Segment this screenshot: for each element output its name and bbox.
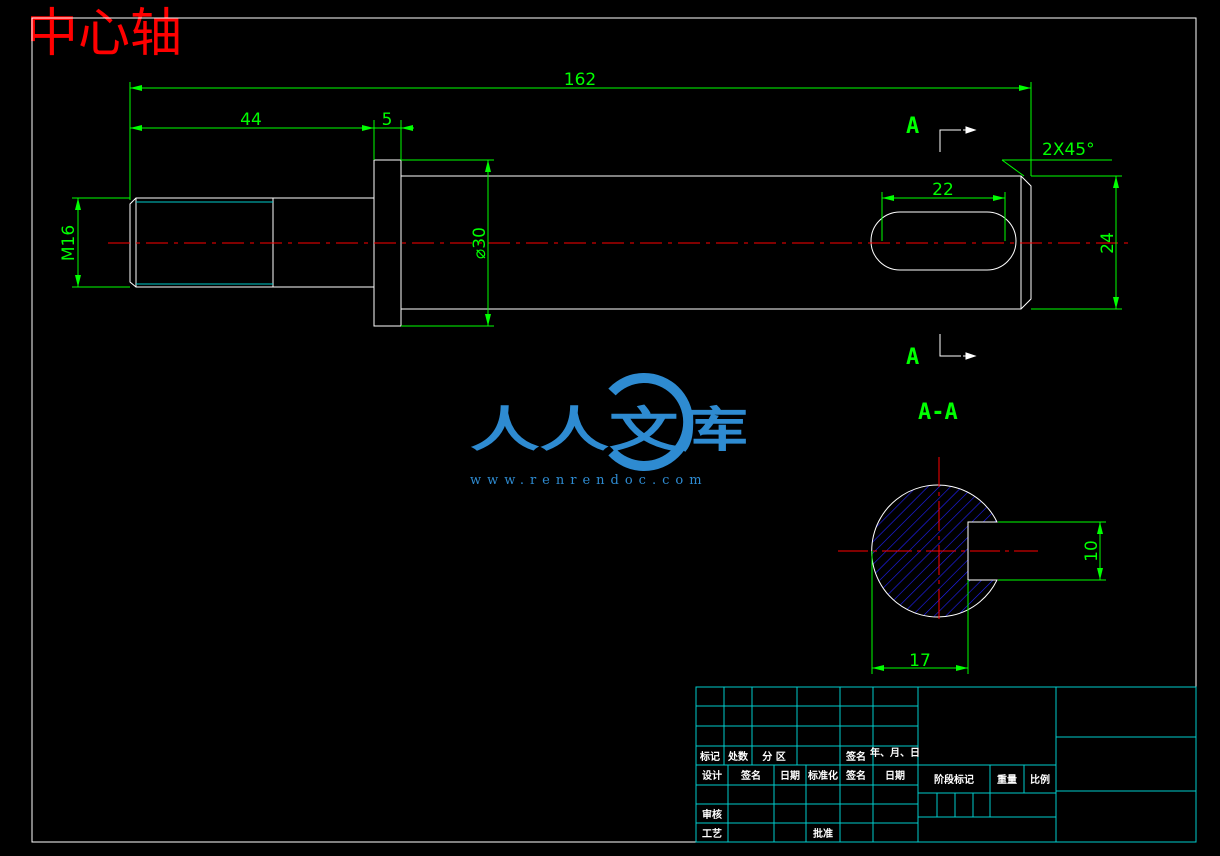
tb-date2: 日期 (885, 769, 905, 782)
dim-thread-spec: M16 (59, 225, 79, 261)
section-view (871, 484, 998, 618)
dimension-arrows (75, 85, 1119, 326)
title-block-grid (695, 686, 1197, 843)
tb-scale: 比例 (1030, 773, 1050, 786)
section-centerlines (838, 457, 1038, 620)
tb-stage-mark: 阶段标记 (934, 773, 974, 786)
section-view-title: A-A (918, 400, 958, 425)
section-mark-top: A (906, 114, 919, 139)
tb-weight: 重量 (997, 773, 1017, 786)
watermark-url: www.renrendoc.com (470, 473, 708, 488)
tb-review: 审核 (702, 808, 722, 821)
section-dimension-arrows (872, 522, 1103, 671)
dim-keyway-length: 22 (932, 180, 954, 200)
tb-date: 日期 (780, 769, 800, 782)
tb-design: 设计 (702, 769, 722, 782)
tb-approve: 批准 (813, 827, 833, 840)
dim-collar-diameter: ⌀30 (470, 227, 490, 259)
dim-shaft-diameter: 24 (1098, 232, 1118, 254)
dim-overall-length: 162 (564, 70, 596, 90)
dim-thread-length: 44 (240, 110, 262, 130)
watermark-logo: 人人文库 www.renrendoc.com (470, 373, 748, 488)
section-cut-markers (939, 126, 977, 360)
tb-sign3: 签名 (845, 769, 866, 782)
tb-standardize: 标准化 (807, 769, 838, 782)
tb-sign2: 签名 (740, 769, 761, 782)
tb-zone: 分 区 (762, 750, 785, 763)
thread-lines (136, 201, 273, 285)
dim-key-depth: 17 (909, 651, 931, 671)
dimension-lines (72, 82, 1122, 327)
tb-signature: 签名 (845, 750, 866, 763)
tb-count: 处数 (727, 750, 749, 763)
dim-chamfer: 2X45° (1042, 140, 1095, 160)
section-mark-bottom: A (906, 345, 919, 370)
watermark-text: 人人文库 (470, 402, 748, 458)
dim-collar-width: 5 (382, 110, 393, 130)
tb-mark: 标记 (699, 750, 720, 763)
dim-key-width: 10 (1082, 540, 1102, 562)
tb-date-ymd: 年、月、日 (870, 746, 920, 759)
drawing-frame (31, 17, 1197, 843)
tb-process: 工艺 (702, 827, 722, 840)
drawing-title: 中心轴 (26, 4, 183, 64)
